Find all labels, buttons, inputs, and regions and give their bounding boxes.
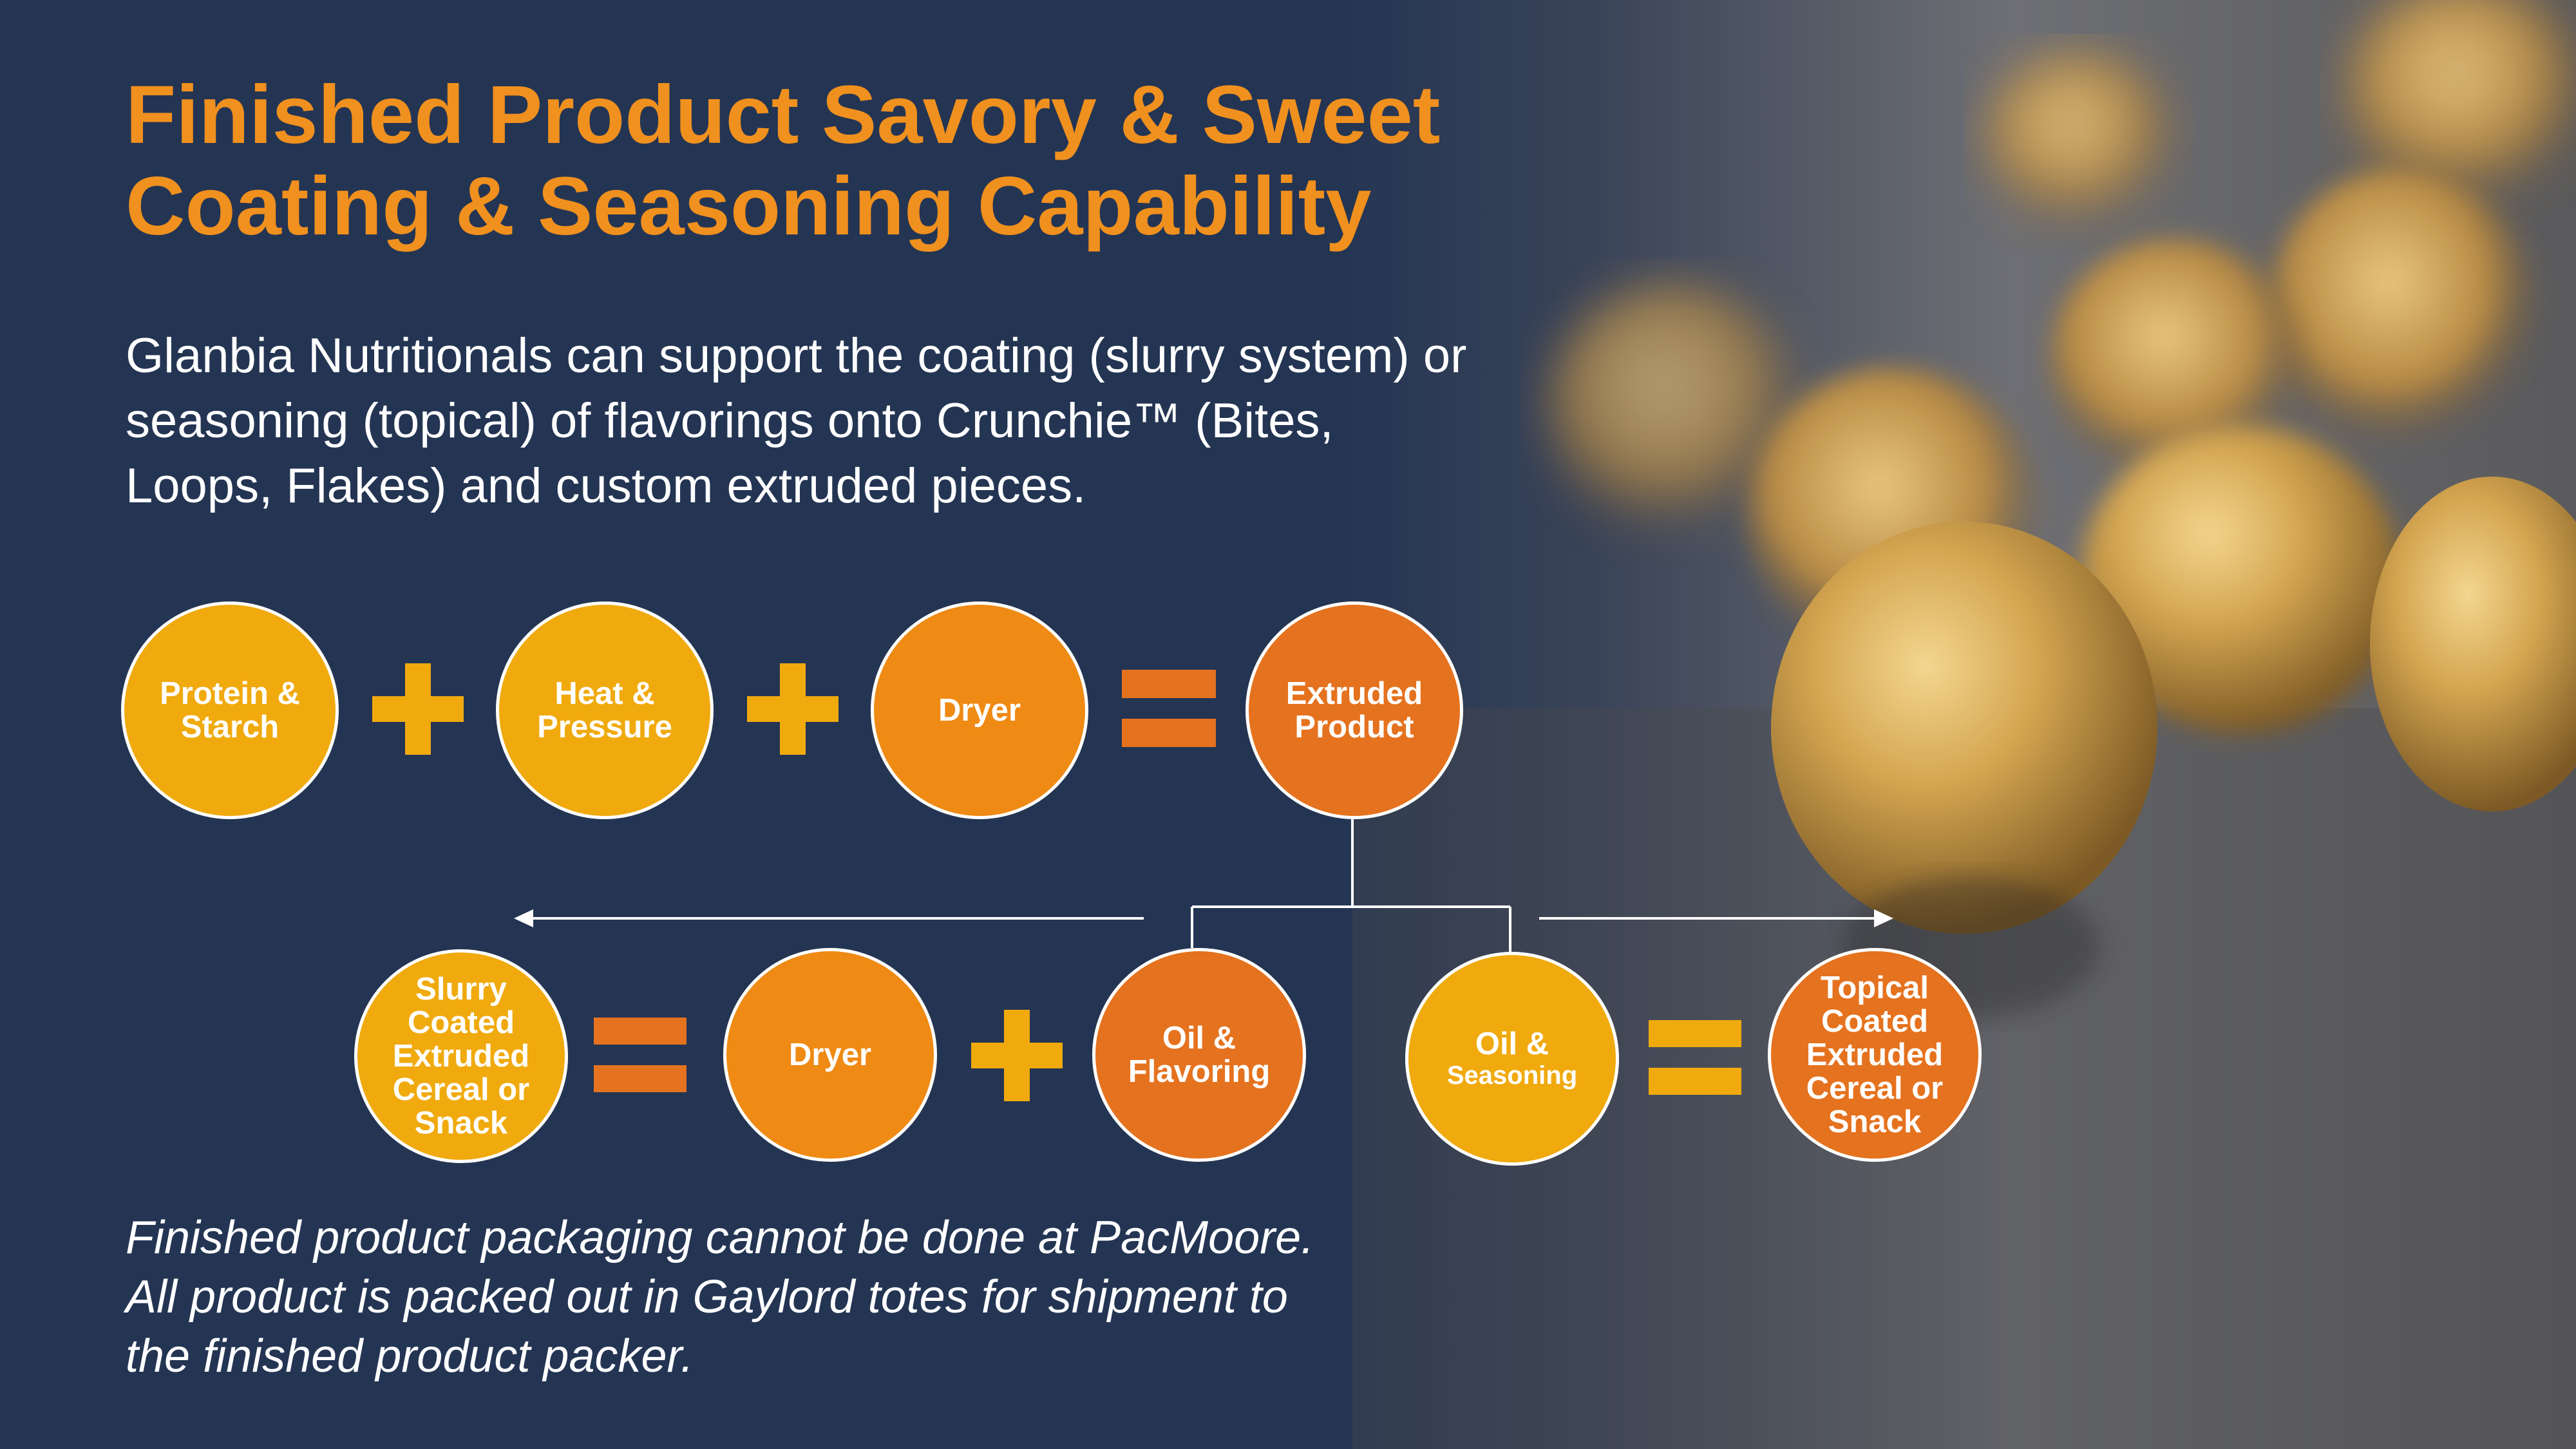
node-label: Protein & Starch — [160, 676, 300, 744]
node-extruded-product: Extruded Product — [1245, 601, 1463, 819]
node-label: Heat & Pressure — [537, 676, 672, 744]
node-label-main: Oil & — [1475, 1027, 1549, 1061]
title-line: Finished Product Savory & Sweet — [126, 69, 1441, 161]
footnote-line: the finished product packer. — [126, 1331, 694, 1382]
node-dryer-bottom: Dryer — [723, 948, 937, 1162]
plus-icon — [372, 663, 464, 755]
footnote: Finished product packaging cannot be don… — [126, 1208, 1542, 1386]
footnote-line: Finished product packaging cannot be don… — [126, 1212, 1314, 1264]
node-heat-pressure: Heat & Pressure — [496, 601, 714, 819]
node-label-sub: Seasoning — [1446, 1061, 1578, 1090]
node-topical-coated: Topical Coated Extruded Cereal or Snack — [1768, 948, 1982, 1162]
left-arrowhead — [514, 909, 533, 927]
intro-paragraph: Glanbia Nutritionals can support the coa… — [126, 323, 1703, 518]
plus-icon — [971, 1010, 1063, 1101]
node-label: Dryer — [788, 1037, 872, 1072]
plus-icon — [747, 663, 838, 755]
node-label: Oil & Seasoning — [1429, 1027, 1595, 1090]
intro-line: Loops, Flakes) and custom extruded piece… — [126, 459, 1086, 513]
node-label: Oil & Flavoring — [1128, 1021, 1271, 1089]
node-slurry-coated: Slurry Coated Extruded Cereal or Snack — [354, 949, 568, 1163]
equals-icon — [1649, 1020, 1741, 1095]
equals-icon — [594, 1018, 687, 1092]
slide-title: Finished Product Savory & Sweet Coating … — [126, 70, 1736, 252]
node-label: Slurry Coated Extruded Cereal or Snack — [392, 972, 530, 1141]
node-oil-flavoring: Oil & Flavoring — [1092, 948, 1306, 1162]
node-oil-seasoning: Oil & Seasoning — [1405, 952, 1619, 1166]
node-dryer-top: Dryer — [871, 601, 1088, 819]
node-label: Topical Coated Extruded Cereal or Snack — [1806, 971, 1944, 1139]
footnote-line: All product is packed out in Gaylord tot… — [126, 1271, 1288, 1323]
intro-line: seasoning (topical) of flavorings onto C… — [126, 393, 1334, 448]
equals-icon — [1122, 670, 1216, 747]
right-arrowhead — [1874, 909, 1893, 927]
node-label: Dryer — [938, 693, 1021, 728]
intro-line: Glanbia Nutritionals can support the coa… — [126, 328, 1467, 383]
node-label: Extruded Product — [1285, 676, 1423, 744]
title-line: Coating & Seasoning Capability — [126, 160, 1372, 252]
node-protein-starch: Protein & Starch — [121, 601, 339, 819]
